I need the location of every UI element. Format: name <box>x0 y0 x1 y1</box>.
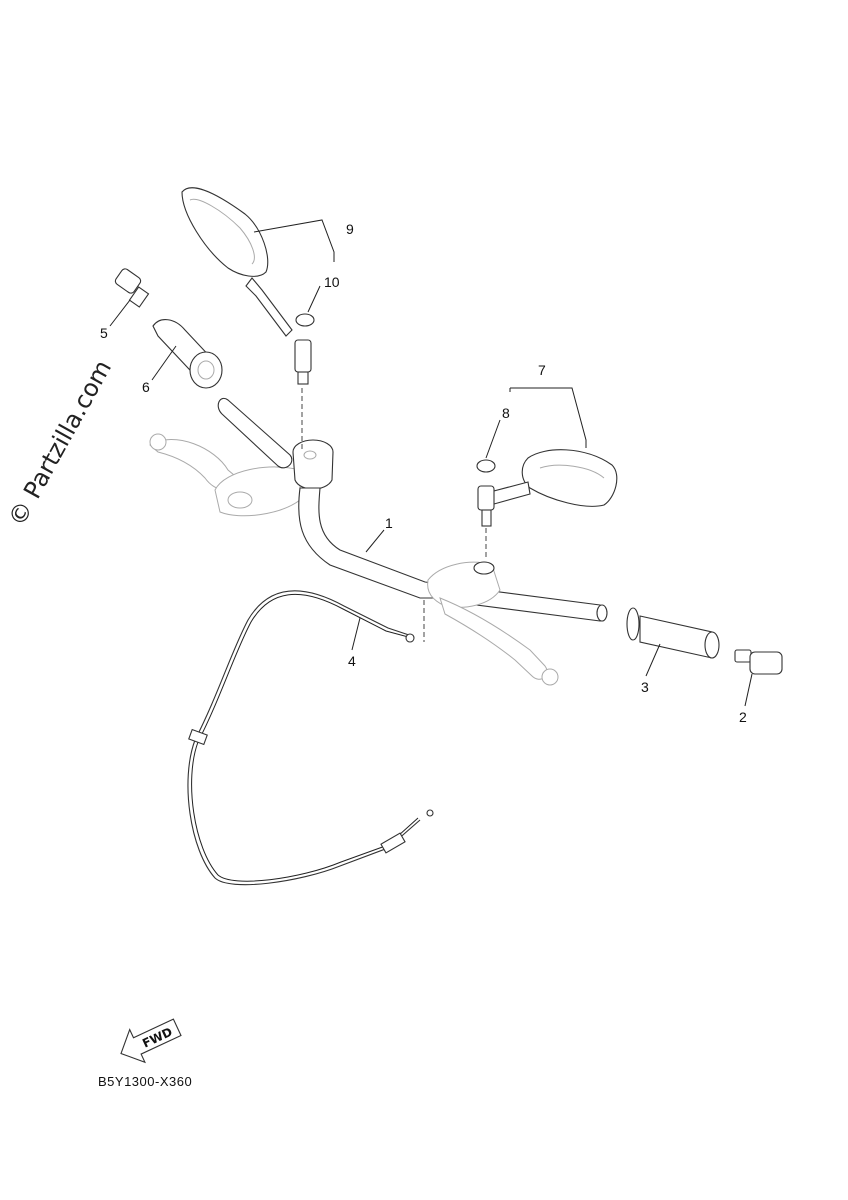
left-bar-grip-area <box>217 397 293 469</box>
mirror-right <box>476 449 618 527</box>
right-lever-assembly <box>427 561 559 686</box>
callout-1: 1 <box>385 515 393 531</box>
fwd-arrow-icon: FWD <box>120 1018 182 1064</box>
callout-9: 9 <box>346 221 354 237</box>
handlebar <box>298 487 441 599</box>
clutch-cable <box>187 590 434 886</box>
callout-2: 2 <box>739 709 747 725</box>
diagram-code: B5Y1300-X360 <box>98 1074 192 1089</box>
grip-right <box>626 607 720 659</box>
callout-5: 5 <box>100 325 108 341</box>
left-lever-assembly <box>149 433 301 517</box>
handlebar-holder <box>292 439 334 490</box>
mirror-left <box>181 187 315 385</box>
callout-8: 8 <box>502 405 510 421</box>
callout-6: 6 <box>142 379 150 395</box>
callout-3: 3 <box>641 679 649 695</box>
watermark-text: © Partzilla.com <box>3 355 117 531</box>
callout-7: 7 <box>538 362 546 378</box>
callout-10: 10 <box>324 274 340 290</box>
grip-left <box>152 319 223 389</box>
grip-end-right <box>734 649 783 675</box>
callout-4: 4 <box>348 653 356 669</box>
leader-lines <box>109 219 753 707</box>
grip-end-left <box>114 268 150 308</box>
